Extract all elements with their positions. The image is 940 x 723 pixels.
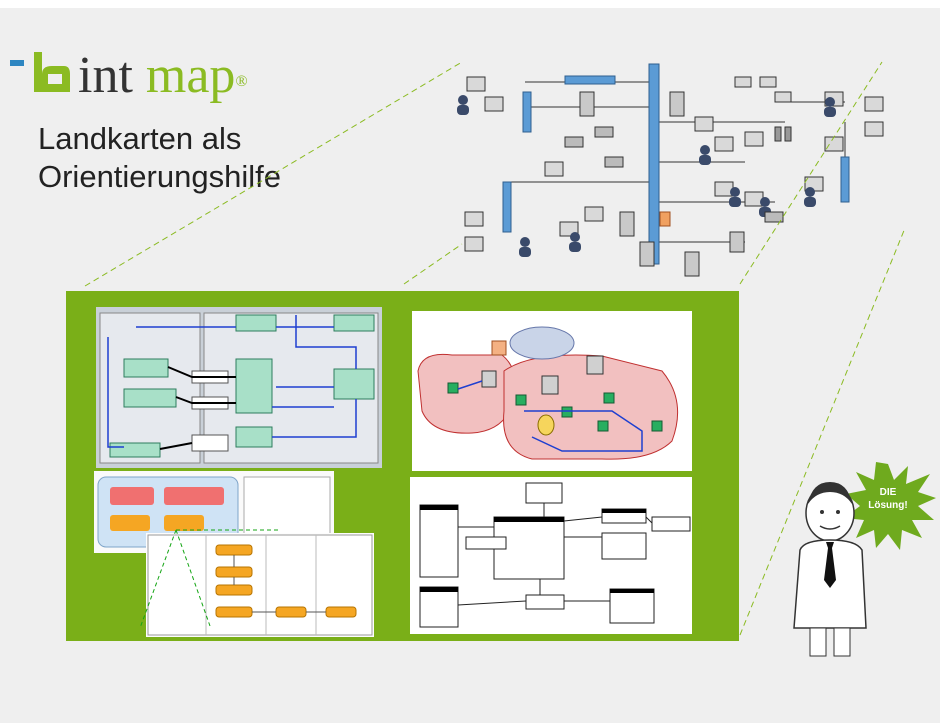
logo-wordmark: int map® (78, 46, 248, 106)
logo-word-int: int (78, 47, 133, 104)
cloud-icon (509, 326, 575, 360)
logo-mark-icon (10, 52, 70, 92)
data-model-thumbnail (410, 477, 692, 634)
callout-line-1: DIE (879, 487, 897, 498)
phone-icon (774, 126, 792, 142)
diagram-panel (66, 291, 739, 641)
starburst-icon (844, 462, 936, 550)
solution-character (790, 458, 940, 658)
database-icon (537, 414, 555, 436)
process-diagram-thumbnail (96, 307, 382, 468)
logo-word-map: map (145, 47, 236, 104)
network-diagram (457, 63, 884, 277)
subtitle-line-2: Orientierungshilfe (38, 159, 281, 194)
solution-callout: DIE Lösung! (862, 486, 914, 512)
network-zone-thumbnail (412, 311, 692, 471)
intmap-logo: int map® (8, 46, 308, 116)
necktie-icon (824, 542, 836, 588)
slide-subtitle: Landkarten als Orientierungshilfe (38, 120, 358, 196)
slide: int map® Landkarten als Orientierungshil… (0, 8, 940, 723)
callout-line-2: Lösung! (868, 500, 908, 511)
subtitle-line-1: Landkarten als (38, 121, 242, 156)
network-backbone (648, 63, 660, 265)
laptop-icon (734, 76, 792, 103)
workflow-thumbnail (146, 533, 374, 637)
user-icon (457, 95, 836, 257)
registered-mark: ® (235, 73, 248, 90)
